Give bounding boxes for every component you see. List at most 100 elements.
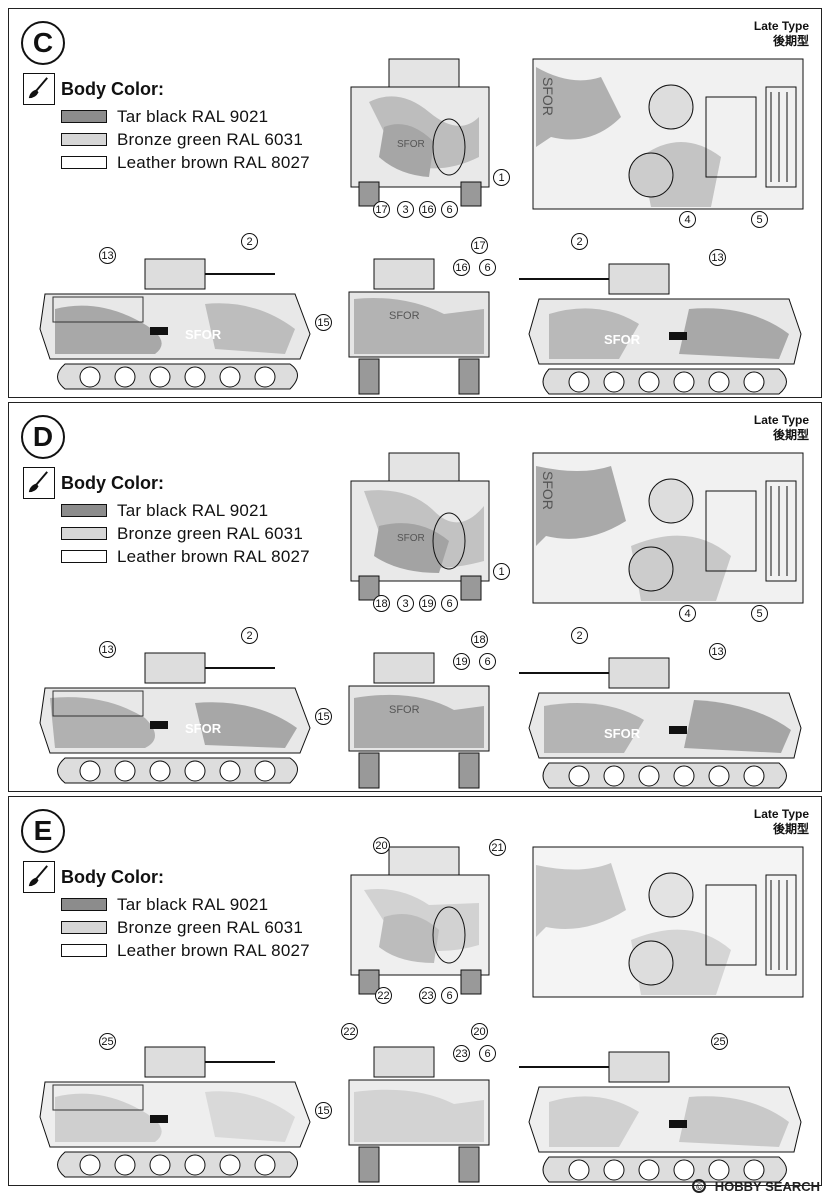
callout: 2 [571, 627, 588, 644]
right-side-view: SFOR [519, 657, 802, 789]
paintbrush-icon [23, 861, 55, 893]
late-type-jp: 後期型 [772, 34, 809, 48]
swatch-leather-brown [61, 944, 107, 957]
callout: 5 [751, 605, 768, 622]
color-name: Leather brown RAL 8027 [117, 152, 310, 172]
swatch-leather-brown [61, 156, 107, 169]
color-legend: Tar black RAL 9021 Bronze green RAL 6031… [61, 105, 310, 174]
color-name: Leather brown RAL 8027 [117, 546, 310, 566]
color-row: Leather brown RAL 8027 [61, 151, 310, 174]
swatch-bronze-green [61, 921, 107, 934]
color-legend: Tar black RAL 9021 Bronze green RAL 6031… [61, 893, 310, 962]
scheme-letter: E [21, 809, 65, 853]
late-type-jp: 後期型 [772, 428, 809, 442]
callout: 23 [453, 1045, 470, 1062]
callout: 6 [479, 1045, 496, 1062]
callout: 2 [241, 627, 258, 644]
callout: 18 [471, 631, 488, 648]
rear-view: SFOR [348, 652, 490, 789]
callout: 18 [373, 595, 390, 612]
late-type-en: Late Type [753, 19, 809, 33]
callout: 23 [419, 987, 436, 1004]
right-side-view: SFOR [519, 263, 802, 395]
color-name: Tar black RAL 9021 [117, 894, 269, 914]
callout: 20 [471, 1023, 488, 1040]
late-type-en: Late Type [753, 807, 809, 821]
color-row: Tar black RAL 9021 [61, 105, 310, 128]
paintbrush-icon [23, 73, 55, 105]
color-name: Leather brown RAL 8027 [117, 940, 310, 960]
panel-d: D Body Color: Tar black RAL 9021 Bronze … [8, 402, 822, 792]
color-row: Tar black RAL 9021 [61, 499, 310, 522]
color-row: Bronze green RAL 6031 [61, 916, 310, 939]
callout: 16 [419, 201, 436, 218]
callout: 6 [441, 201, 458, 218]
callout: 1 [493, 563, 510, 580]
swatch-bronze-green [61, 527, 107, 540]
swatch-tar-black [61, 898, 107, 911]
hobby-search-logo-icon: © [691, 1179, 706, 1193]
swatch-leather-brown [61, 550, 107, 563]
svg-text:SFOR: SFOR [185, 721, 222, 736]
front-view: SFOR [350, 58, 490, 207]
scheme-letter: C [21, 21, 65, 65]
callout: 17 [471, 237, 488, 254]
callout: 13 [709, 249, 726, 266]
callout: 6 [479, 259, 496, 276]
callout: 19 [453, 653, 470, 670]
left-side-view: SFOR [39, 258, 311, 390]
swatch-bronze-green [61, 133, 107, 146]
callout: 25 [99, 1033, 116, 1050]
color-row: Bronze green RAL 6031 [61, 128, 310, 151]
paintbrush-icon [23, 467, 55, 499]
color-name: Bronze green RAL 6031 [117, 523, 303, 543]
callout: 15 [315, 1102, 332, 1119]
callout: 19 [419, 595, 436, 612]
color-name: Bronze green RAL 6031 [117, 129, 303, 149]
color-name: Tar black RAL 9021 [117, 500, 269, 520]
callout: 22 [341, 1023, 358, 1040]
right-side-view [519, 1051, 802, 1183]
callout: 2 [241, 233, 258, 250]
front-view: SFOR [350, 452, 490, 601]
watermark-text: HOBBY SEARCH [714, 1178, 820, 1194]
callout: 6 [479, 653, 496, 670]
callout: 4 [679, 605, 696, 622]
callout: 25 [711, 1033, 728, 1050]
svg-text:SFOR: SFOR [389, 704, 420, 716]
callout: 3 [397, 595, 414, 612]
callout: 6 [441, 987, 458, 1004]
callout: 13 [709, 643, 726, 660]
late-type-jp: 後期型 [772, 822, 809, 836]
color-row: Leather brown RAL 8027 [61, 939, 310, 962]
body-color-label: Body Color: [61, 79, 164, 99]
svg-text:SFOR: SFOR [540, 471, 556, 510]
svg-text:SFOR: SFOR [540, 77, 556, 116]
rear-view [348, 1046, 490, 1183]
swatch-tar-black [61, 504, 107, 517]
body-color-label: Body Color: [61, 867, 164, 887]
late-type-en: Late Type [753, 413, 809, 427]
panel-c: C Body Color: Tar black RAL 9021 Bronze … [8, 8, 822, 398]
callout: 15 [315, 314, 332, 331]
callout: 1 [493, 169, 510, 186]
svg-text:SFOR: SFOR [185, 327, 222, 342]
callout: 20 [373, 837, 390, 854]
color-row: Tar black RAL 9021 [61, 893, 310, 916]
panel-e: E Body Color: Tar black RAL 9021 Bronze … [8, 796, 822, 1186]
hobby-search-watermark: © HOBBY SEARCH [691, 1178, 820, 1194]
color-name: Tar black RAL 9021 [117, 106, 269, 126]
swatch-tar-black [61, 110, 107, 123]
callout: 2 [571, 233, 588, 250]
callout: 13 [99, 641, 116, 658]
callout: 5 [751, 211, 768, 228]
color-legend: Tar black RAL 9021 Bronze green RAL 6031… [61, 499, 310, 568]
color-name: Bronze green RAL 6031 [117, 917, 303, 937]
top-view [532, 846, 804, 998]
callout: 4 [679, 211, 696, 228]
callout: 6 [441, 595, 458, 612]
callout: 15 [315, 708, 332, 725]
svg-text:SFOR: SFOR [397, 533, 425, 544]
